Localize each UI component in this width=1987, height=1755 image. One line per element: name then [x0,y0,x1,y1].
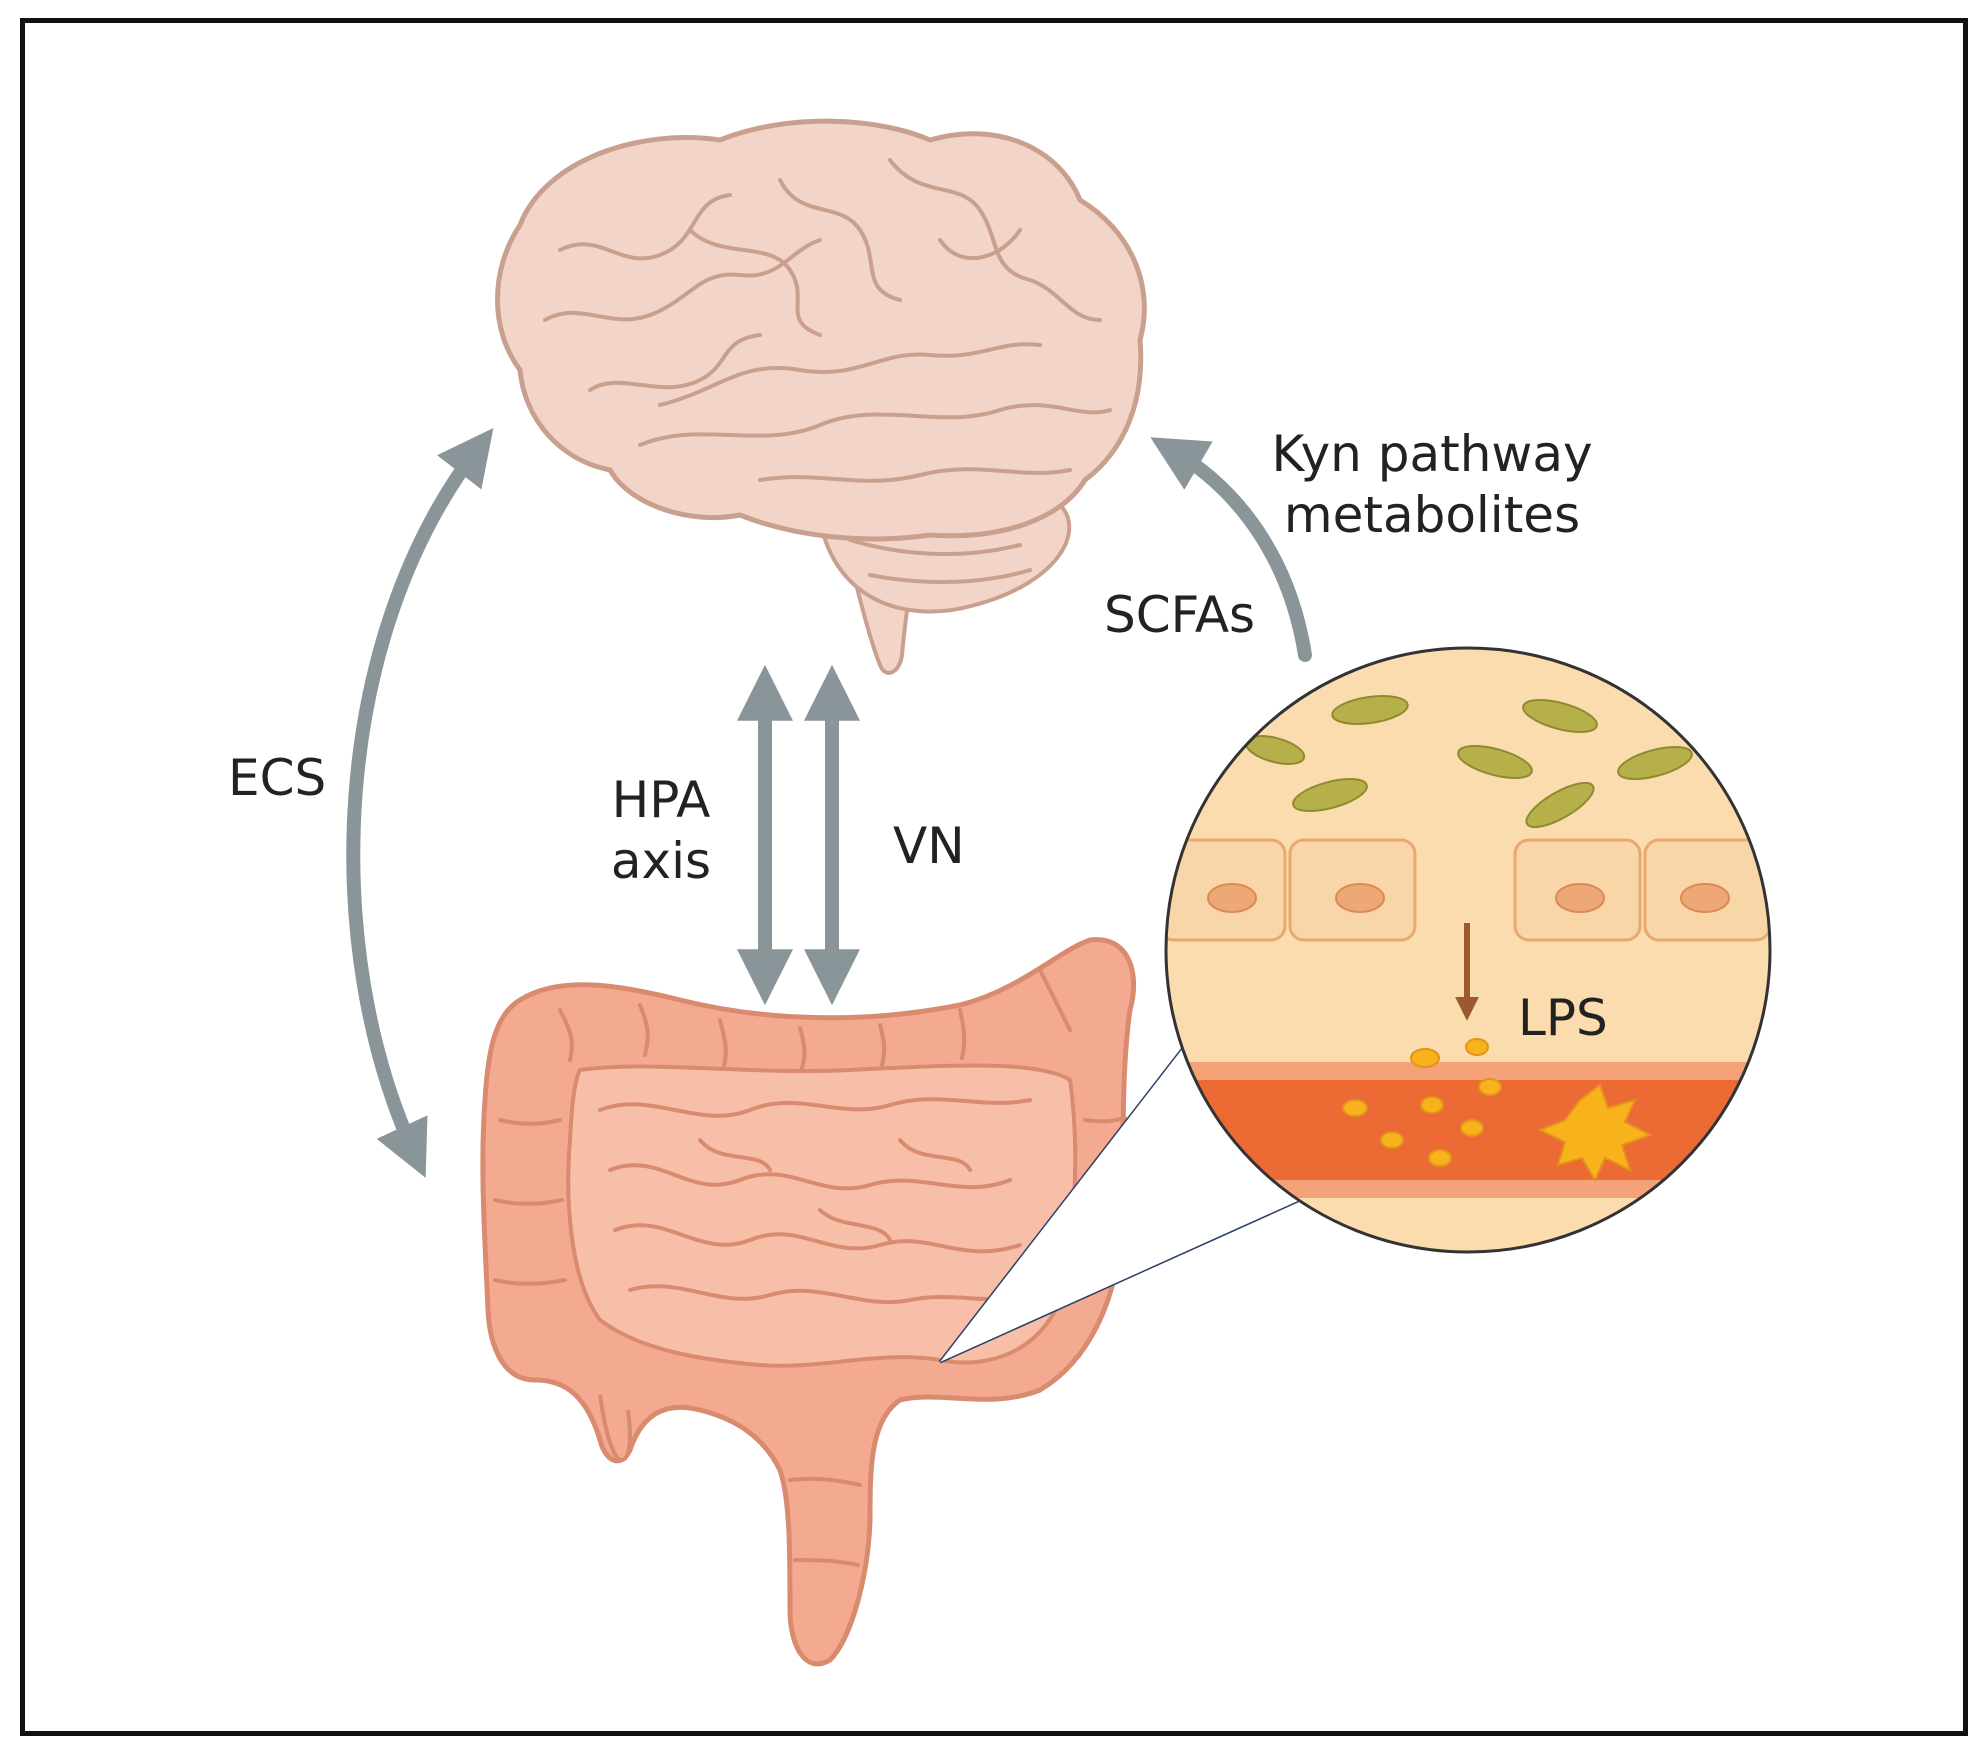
arrows [346,428,1312,1178]
zoom-wedge [940,1048,1300,1362]
gut-barrier-inset [1164,646,1772,1254]
hpa-label-line1: HPA [611,771,711,829]
cell-nuclei [1207,883,1730,913]
hpa-axis-label: HPA axis [596,770,726,892]
ecs-arrow [346,428,494,1178]
kyn-label-line2: metabolites [1283,486,1581,544]
brain-illustration [495,118,1147,675]
scfas-label: SCFAs [1104,586,1256,644]
vessel-wall-bottom [1166,1180,1770,1198]
immune-cell [1537,1083,1653,1183]
bacteria [1244,695,1693,829]
scfas-arrow [1150,437,1312,662]
vn-label: VN [893,817,965,875]
ecs-label: ECS [228,749,327,807]
inset-border [1164,646,1772,1254]
kyn-metabolites-label: Kyn pathway metabolites [1262,424,1602,546]
hpa-label-line2: axis [610,832,712,890]
vessel-wall-top [1166,1062,1770,1080]
lps-label: LPS [1518,989,1608,1047]
kyn-label-line1: Kyn pathway [1271,425,1593,483]
intestine-illustration [480,937,1137,1667]
lps-particles [1342,1038,1502,1167]
